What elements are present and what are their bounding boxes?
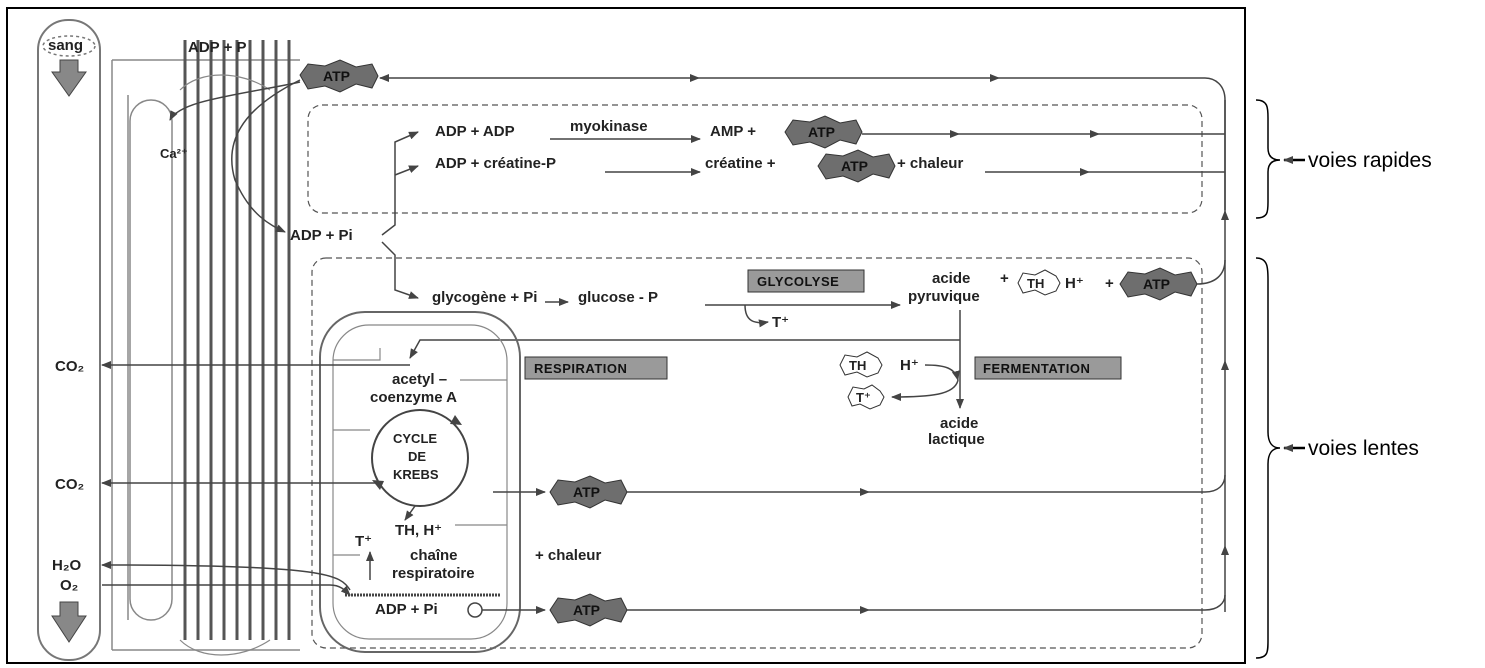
h2o-arrow — [101, 561, 351, 591]
glycolyse-label: GLYCOLYSE — [757, 274, 839, 289]
glycolyse-box — [747, 269, 865, 293]
cristae — [333, 348, 507, 556]
respiration-to-return — [627, 474, 1226, 493]
t-burst-mid — [847, 384, 885, 410]
fermentation-label: FERMENTATION — [983, 361, 1090, 376]
atp-label-glycolysis: ATP — [1143, 276, 1170, 292]
brace-rapides — [1255, 99, 1281, 219]
figure-border — [6, 7, 1246, 664]
atp-burst-myokinase — [784, 115, 863, 149]
atp-label-creatine: ATP — [841, 158, 868, 174]
fermentation-to-t — [891, 379, 959, 401]
h-plus-mid: H⁺ — [900, 357, 919, 374]
th-label-top: TH — [1027, 276, 1044, 291]
adp-creatine-label: ADP + créatine-P — [435, 155, 556, 172]
h-to-fermentation — [924, 364, 960, 381]
mitochondrion-outer — [319, 311, 521, 653]
split-to-fast — [381, 131, 419, 236]
coenzyme-label: coenzyme A — [370, 389, 457, 406]
adp-pi-label: ADP + Pi — [290, 227, 353, 244]
lactique-label: lactique — [928, 431, 985, 448]
o2-arrow — [102, 584, 351, 596]
sang-label: sang — [48, 37, 83, 54]
myofibrils — [183, 40, 291, 640]
cycle-label: CYCLE — [393, 431, 437, 446]
co2-label-top: CO₂ — [55, 358, 84, 375]
mitochondrion-inner — [332, 324, 508, 640]
t-plus-mito-label: T⁺ — [355, 533, 372, 550]
adp-adp-label: ADP + ADP — [435, 123, 515, 140]
bottom-to-return — [627, 594, 1226, 611]
atp-label-myokinase: ATP — [808, 124, 835, 140]
slow-pathways-box — [311, 257, 1203, 649]
acetyl-label: acetyl – — [392, 371, 447, 388]
split-to-creatine — [394, 165, 419, 176]
h2o-label: H₂O — [52, 557, 81, 574]
atp-return-line — [379, 74, 1226, 210]
th-h-label: TH, H⁺ — [395, 522, 442, 539]
brace-lentes — [1255, 257, 1281, 659]
blood-vessel — [37, 19, 101, 661]
pyruvique-label: pyruvique — [908, 288, 980, 305]
cell-membrane — [111, 59, 300, 651]
plus-2: + — [1105, 275, 1114, 292]
voies-lentes-label: voies lentes — [1308, 437, 1419, 460]
acide-lactique-label: acide — [940, 415, 978, 432]
co2-label-bottom: CO₂ — [55, 476, 84, 493]
krebs-to-th — [404, 505, 416, 521]
split-to-glycogen — [381, 241, 419, 299]
o2-label: O₂ — [60, 577, 78, 594]
chaleur-bottom-label: + chaleur — [535, 547, 601, 564]
pyruvic-to-mito — [409, 339, 960, 359]
blood-down-arrow-bottom — [51, 601, 87, 643]
atp-label-respiration: ATP — [573, 484, 600, 500]
atp-to-adp-curve — [231, 79, 301, 233]
respiration-box — [524, 356, 668, 380]
h-plus-top: H⁺ — [1065, 275, 1084, 292]
respiration-label: RESPIRATION — [534, 361, 627, 376]
chaleur-top-label: + chaleur — [897, 155, 963, 172]
atp-burst-top — [299, 59, 379, 93]
atp-label-top: ATP — [323, 68, 350, 84]
t-tubule — [129, 99, 173, 621]
glycolysis-to-return — [1196, 259, 1226, 285]
acide-label: acide — [932, 270, 970, 287]
chaine-label: chaîne — [410, 547, 458, 564]
ca-label: Ca²⁺ — [160, 146, 188, 161]
adp-p-top-label: ADP + P — [188, 39, 247, 56]
atp-synthase — [467, 602, 483, 618]
voies-rapides-label: voies rapides — [1308, 149, 1432, 172]
fermentation-box — [974, 356, 1122, 380]
blood-down-arrow-top — [51, 59, 87, 97]
atp-burst-creatine — [817, 149, 896, 183]
creatine-label: créatine + — [705, 155, 776, 172]
de-label: DE — [408, 449, 426, 464]
th-label-mid: TH — [849, 358, 866, 373]
respiratoire-label: respiratoire — [392, 565, 475, 582]
glycolysis-t-curve — [744, 304, 769, 328]
vessel-top-cap — [42, 35, 96, 57]
th-burst-mid — [839, 351, 883, 378]
th-burst-top — [1017, 269, 1061, 296]
amp-label: AMP + — [710, 123, 756, 140]
atp-to-ca-curve — [169, 81, 301, 121]
t-plus-mid-label: T⁺ — [856, 390, 871, 405]
plus-1: + — [1000, 270, 1009, 287]
t-plus-glyco-label: T⁺ — [772, 314, 789, 331]
reticulum — [179, 74, 271, 656]
krebs-label: KREBS — [393, 467, 439, 482]
krebs-cycle-ring — [371, 409, 469, 507]
glycogene-label: glycogène + Pi — [432, 289, 537, 306]
adp-pi-bottom-label: ADP + Pi — [375, 601, 438, 618]
fast-pathways-box — [307, 104, 1203, 214]
glucose-label: glucose - P — [578, 289, 658, 306]
atp-label-bottom: ATP — [573, 602, 600, 618]
myokinase-label: myokinase — [570, 118, 648, 135]
